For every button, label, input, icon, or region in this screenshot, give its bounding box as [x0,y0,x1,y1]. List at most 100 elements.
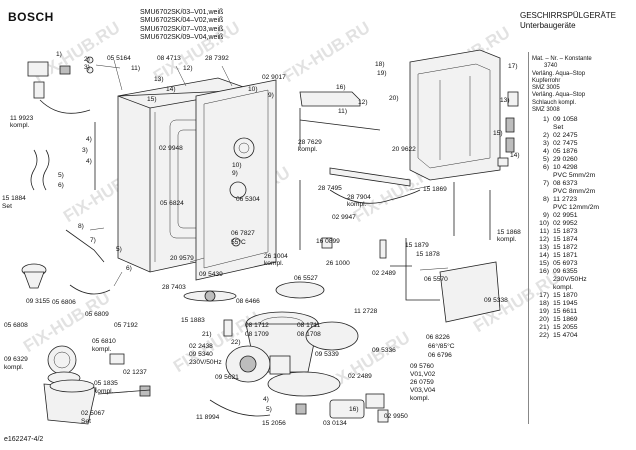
part-index: 12) [539,236,549,243]
parts-list-row: 21)15 2055 [532,324,599,332]
callout-label: 16 0899 [316,238,340,245]
callout-label: 15 1879 [405,242,429,249]
parts-list-row: 14)15 1871 [532,252,599,260]
callout-label: kompl. [347,201,367,208]
callout-label: kompl. [4,364,24,371]
callout-label: 9) [268,92,274,99]
part-number: 02 9952 [553,220,578,227]
note-line: Verläng. Aqua–Stop [532,92,586,99]
callout-label: 11) [338,108,348,115]
part-note: kompl. [553,284,574,291]
parts-list-row: 11)15 1873 [532,228,599,236]
callout-label: 15 1884 [2,195,26,202]
lower-spray-arm [183,281,325,302]
callout-label: 28 7403 [162,284,186,291]
callout-label: 19) [377,70,387,77]
part-number: 15 1870 [553,292,578,299]
model-list: SMU6702SK/03–V01,weiß SMU6702SK/04–V02,w… [140,9,223,43]
part-index: 17) [539,292,549,299]
callout-label: 06 6796 [428,352,452,359]
callout-label: 08 1712 [245,322,269,329]
part-index: 6) [542,164,549,171]
note-line: Kupferrohr [532,77,561,84]
part-number: 15 2055 [553,324,578,331]
funnel-part [21,263,47,289]
diagram-title: GESCHIRRSPÜLGERÄTE Unterbaugeräte [520,11,616,30]
drain-hose-left [65,122,111,295]
part-index: 19) [539,308,549,315]
callout-label: 05 7192 [114,322,138,329]
callout-label: 02 9947 [332,214,356,221]
part-note: Set [553,124,564,131]
part-number: 09 6355 [553,268,578,275]
callout-label: 2) [84,56,90,63]
callout-label: 17) [508,63,518,70]
part-number: 02 7475 [553,140,578,147]
parts-list-row: 13)15 1872 [532,244,599,252]
callout-label: 05 6824 [160,200,184,207]
callout-label: 5) [116,246,122,253]
callout-label: 20 9579 [170,255,194,262]
parts-list-row: 5)29 0260 [532,156,599,164]
callout-label: 02 1237 [123,369,147,376]
callout-label: 15 1883 [181,317,205,324]
part-number: 11 2723 [553,196,578,203]
callout-label: 8) [78,223,84,230]
parts-list-row: 8) 11 2723 [532,196,599,204]
callout-label: 11 2728 [354,308,378,315]
parts-list-row: 9)02 9951 [532,212,599,220]
part-number: 10 4298 [553,164,578,171]
callout-label: 20) [389,95,399,102]
callout-label: 08 4713 [157,55,181,62]
callout-label: 15 2056 [262,420,286,427]
callout-label: 05 6806 [52,299,76,306]
callout-label: 15) [147,96,157,103]
note-line: Mat. – Nr. – Konstante [532,56,592,62]
part-number: 15 1871 [553,252,578,259]
part-number: 02 2475 [553,132,578,139]
parts-list-row: 4)05 1876 [532,148,599,156]
callout-label: 09 5338 [484,297,508,304]
callout-label: 09 5760 [410,363,434,370]
top-left-parts [27,56,94,114]
callout-label: 13) [500,97,510,104]
callout-label: V01,V02 [410,371,436,378]
door-frame [195,79,277,281]
part-number: 05 1876 [553,148,578,155]
leader-lines [89,59,449,287]
part-number: 09 1058 [553,116,578,123]
part-number: 08 6373 [553,180,578,187]
callout-label: 11 9923 [10,115,34,122]
parts-list-row: 10)02 9952 [532,220,599,228]
part-index: 8) [542,196,549,203]
parts-list-row: 12)15 1874 [532,236,599,244]
callout-label: 05 6809 [85,311,109,318]
diagram-id: e162247-4/2 [4,436,44,443]
callout-label: 9) [232,170,238,177]
callout-label: 08 1708 [297,331,321,338]
callout-label: 02 9950 [384,413,408,420]
parts-list-row: 1)09 1058 [532,116,599,124]
callout-label: 16) [349,406,359,413]
callout-label: 13) [154,76,164,83]
drain-pump [209,393,385,419]
water-supply-tubes [453,91,519,240]
parts-list-row: 16) 09 6355 [532,268,599,276]
parts-list-row: 15)05 6973 [532,260,599,268]
callout-label: kompl. [410,395,430,402]
note-line: SMZ 3008 [532,107,560,114]
note-line: Verläng. Aqua–Stop [532,70,586,77]
part-index: 16) [539,268,549,275]
callout-label: 15) [493,130,503,137]
part-index: 9) [542,212,549,219]
callout-label: 05 5164 [107,55,131,62]
callout-label: 05 1835 [94,380,118,387]
callout-label: 26 0759 [410,379,434,386]
parts-list-row: 6) 10 4298 [532,164,599,172]
callout-label: 6) [126,265,132,272]
model-line: SMU6702SK/03–V01,weiß [140,9,224,16]
side-panel [409,49,501,181]
part-number: 15 1872 [553,244,578,251]
